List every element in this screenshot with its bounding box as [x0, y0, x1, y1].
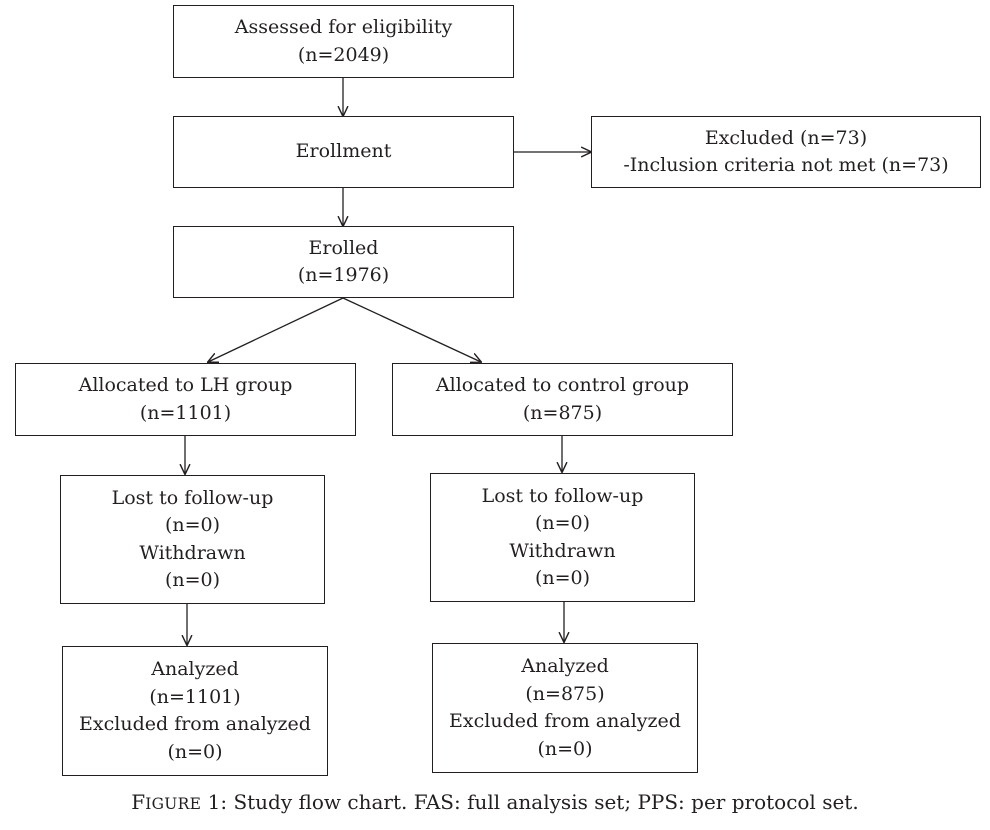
- arrow-enrolled-to-lh-group: [208, 297, 344, 362]
- caption-number: 1:: [201, 790, 234, 814]
- enrolled-count: (n=1976): [297, 264, 390, 286]
- control-excluded-analyzed-label: Excluded from analyzed: [449, 710, 681, 732]
- lh-withdrawn-label: Withdrawn: [139, 541, 246, 564]
- control-lost-count: (n=0): [534, 512, 591, 534]
- control-allocated-box: Allocated to control group (n=875): [392, 363, 733, 436]
- enrolled-box: Erolled (n=1976): [173, 226, 514, 298]
- control-excluded-analyzed-count: (n=0): [537, 737, 593, 760]
- lh-withdrawn-count: (n=0): [164, 569, 221, 591]
- control-withdrawn-count: (n=0): [534, 567, 591, 589]
- lh-analyzed-label: Analyzed: [151, 658, 239, 680]
- control-analyzed-label: Analyzed: [521, 655, 609, 677]
- lh-analyzed-box: Analyzed (n=1101) Excluded from analyzed…: [62, 646, 328, 776]
- control-allocated-label: Allocated to control group: [435, 374, 690, 396]
- control-followup-box: Lost to follow-up (n=0) Withdrawn (n=0): [430, 473, 695, 602]
- control-analyzed-box: Analyzed (n=875) Excluded from analyzed …: [432, 643, 698, 773]
- assessed-box: Assessed for eligibility (n=2049): [173, 5, 514, 78]
- caption-label-initial: F: [131, 790, 146, 814]
- arrow-enrolled-to-control-group: [342, 297, 481, 362]
- lh-allocated-count: (n=1101): [139, 401, 232, 424]
- lh-excluded-analyzed-label: Excluded from analyzed: [79, 713, 311, 735]
- assessed-label: Assessed for eligibility: [234, 16, 453, 38]
- lh-allocated-box: Allocated to LH group (n=1101): [15, 363, 356, 436]
- control-analyzed-count: (n=875): [525, 682, 605, 705]
- lh-followup-box: Lost to follow-up (n=0) Withdrawn (n=0): [60, 475, 325, 604]
- excluded-reason: -Inclusion criteria not met (n=73): [623, 154, 949, 176]
- lh-excluded-analyzed-count: (n=0): [167, 740, 223, 763]
- caption-text: Study flow chart. FAS: full analysis set…: [233, 790, 859, 814]
- control-lost-label: Lost to follow-up: [481, 484, 644, 507]
- control-withdrawn-label: Withdrawn: [509, 539, 616, 562]
- lh-analyzed-count: (n=1101): [149, 685, 241, 708]
- lh-allocated-label: Allocated to LH group: [78, 374, 293, 396]
- enrollment-box: Erollment: [173, 116, 514, 188]
- excluded-box: Excluded (n=73) -Inclusion criteria not …: [591, 116, 981, 188]
- enrollment-label: Erollment: [295, 140, 392, 163]
- assessed-count: (n=2049): [297, 43, 390, 66]
- caption-label-rest: IGURE: [145, 795, 202, 813]
- excluded-label: Excluded (n=73): [704, 126, 868, 149]
- figure-caption: FIGURE 1: Study flow chart. FAS: full an…: [0, 790, 990, 814]
- lh-lost-count: (n=0): [164, 514, 221, 536]
- enrolled-label: Erolled: [308, 236, 379, 259]
- lh-lost-label: Lost to follow-up: [111, 486, 274, 509]
- control-allocated-count: (n=875): [522, 401, 603, 424]
